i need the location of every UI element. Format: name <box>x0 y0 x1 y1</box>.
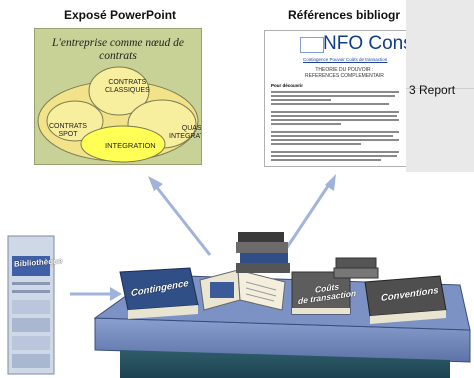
arrow-from-library <box>70 287 122 301</box>
label-quasi-integration: QUASI INTEGRATION <box>169 125 202 141</box>
references-title: Références bibliogr <box>288 8 401 22</box>
report-menu-item[interactable]: 3 Report <box>409 83 456 97</box>
label-line: SPOT <box>58 131 78 138</box>
logo-frame <box>300 37 324 53</box>
label-contrats-spot: CONTRATS SPOT <box>49 123 87 139</box>
heading-line: THEORIE DU POUVOIR : <box>315 67 374 73</box>
slide-heading: L'entreprise comme nœud de contrats <box>35 37 201 63</box>
book-conventions <box>333 257 447 324</box>
text-line <box>271 143 361 145</box>
label-line: INTEGRATION <box>169 133 201 140</box>
arrow-to-references <box>278 174 336 259</box>
side-panel-divider <box>406 88 474 89</box>
slide-heading-line-2: contrats <box>99 50 137 62</box>
open-book-icon <box>199 269 286 311</box>
powerpoint-title: Exposé PowerPoint <box>64 8 177 22</box>
label-line: CONTRATS <box>108 79 147 86</box>
slide-heading-line-1: L'entreprise comme nœud de <box>51 37 185 49</box>
text-line <box>271 115 397 117</box>
document-intro: Pour découvrir <box>271 83 304 88</box>
label-line: CLASSIQUES <box>105 87 150 94</box>
label-contrats-classiques: CONTRATS CLASSIQUES <box>105 79 150 95</box>
side-panel <box>406 0 474 172</box>
bookshelf-icon <box>7 235 55 375</box>
book-stack <box>236 232 290 273</box>
label-line: CONTRATS <box>49 123 87 130</box>
text-line <box>271 159 381 161</box>
text-line <box>271 119 399 121</box>
text-line <box>271 99 331 101</box>
label-integration: INTEGRATION <box>105 141 156 150</box>
text-line <box>271 103 389 105</box>
book-contingence <box>119 267 199 319</box>
nfo-consult-logo: NFO Consul <box>323 33 407 54</box>
powerpoint-slide-thumbnail[interactable]: L'entreprise comme nœud de contrats CONT… <box>34 28 202 165</box>
text-line <box>271 91 399 93</box>
document-heading: THEORIE DU POUVOIR : REFERENCES COMPLEME… <box>305 67 384 79</box>
arrow-to-powerpoint <box>148 176 212 256</box>
label-line: QUASI <box>181 125 202 132</box>
text-line <box>271 139 399 141</box>
contract-ellipse-diagram <box>37 66 199 163</box>
text-line <box>271 95 395 97</box>
book-couts-de-transaction <box>291 271 351 315</box>
text-line <box>271 123 341 125</box>
text-line <box>271 111 399 113</box>
document-nav-links[interactable]: Contingence Pouvoir Coûts de transaction <box>303 57 388 62</box>
text-line <box>271 151 399 153</box>
text-line <box>271 131 399 133</box>
text-line <box>271 155 397 157</box>
references-document-thumbnail[interactable]: NFO Consul Contingence Pouvoir Coûts de … <box>264 30 408 167</box>
heading-line: REFERENCES COMPLEMENTAIR <box>305 73 384 79</box>
text-line <box>271 135 393 137</box>
